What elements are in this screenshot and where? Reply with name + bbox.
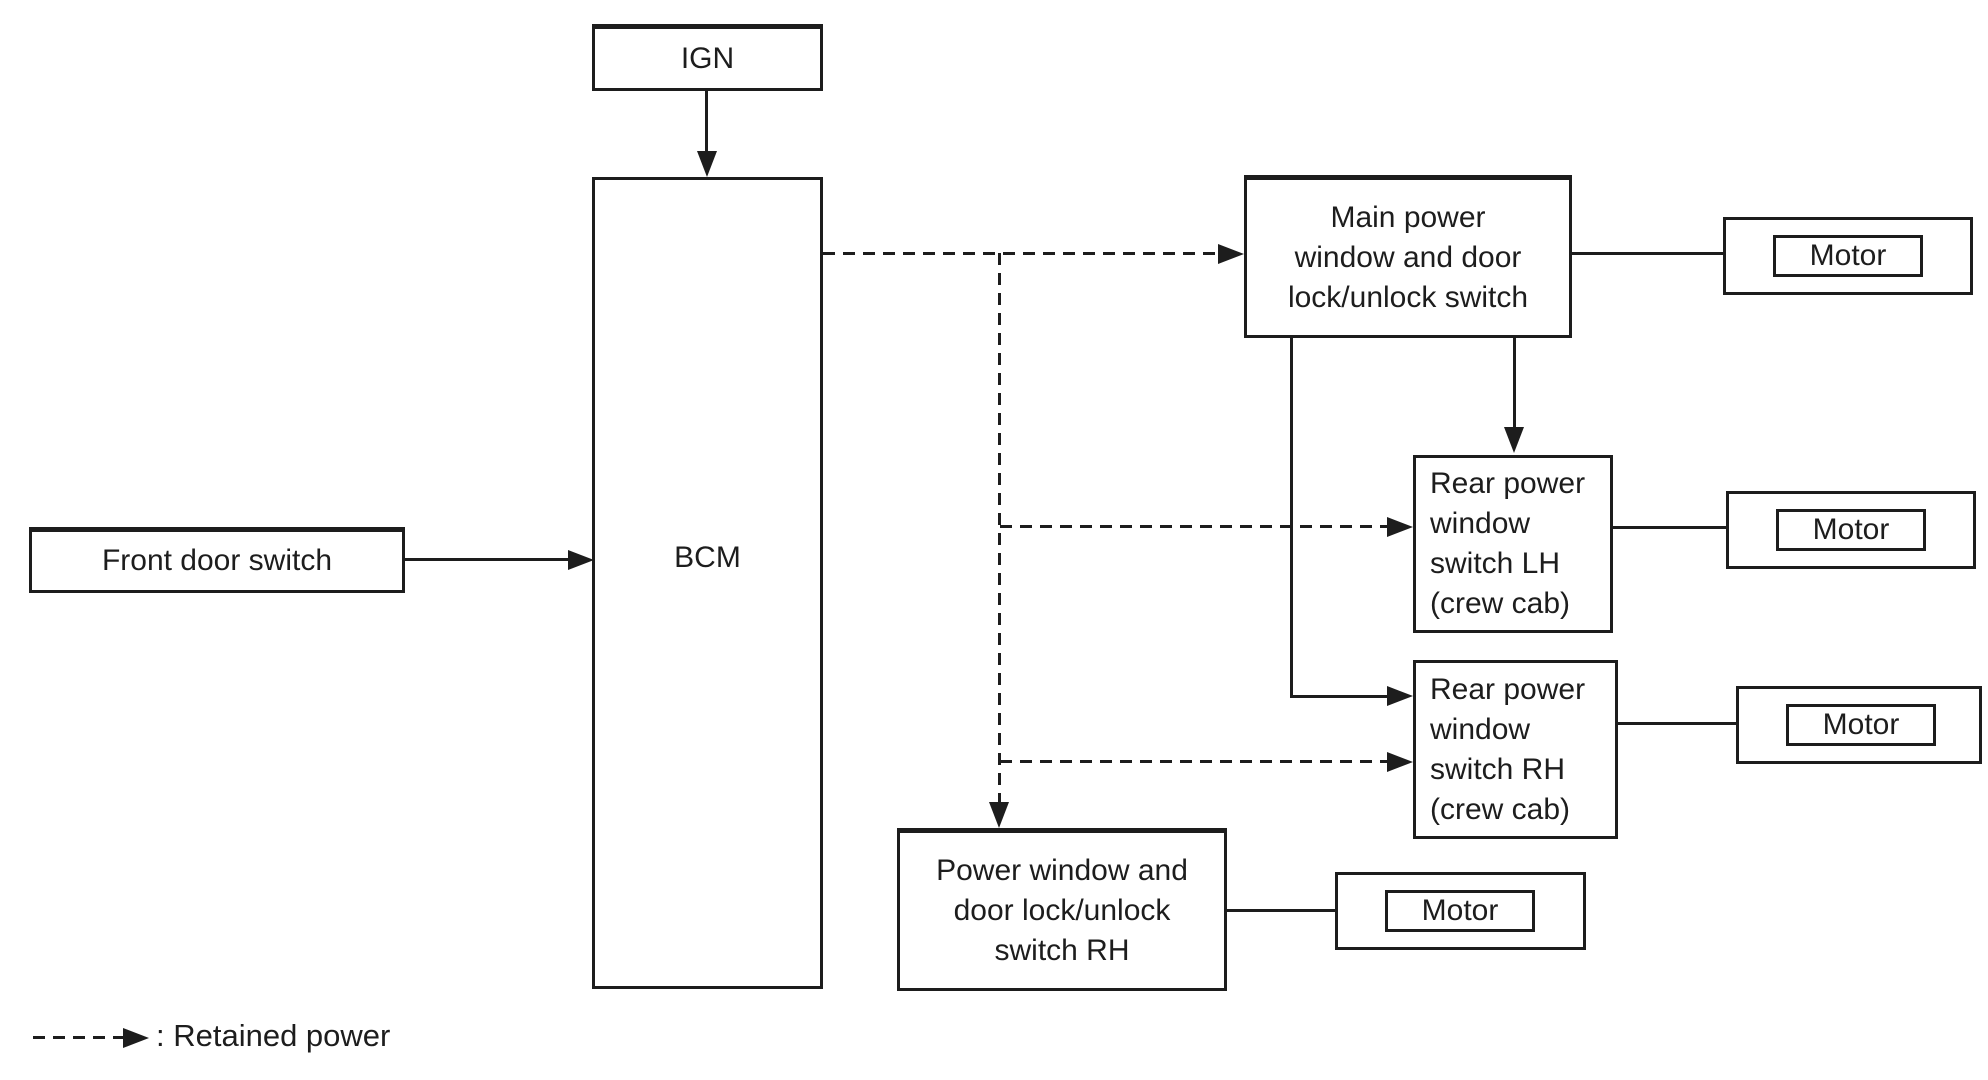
- motor3-housing: Motor: [1736, 686, 1982, 764]
- rear-power-window-switch-rh-box: Rear power window switch RH (crew cab): [1413, 660, 1618, 839]
- motor4-label: Motor: [1421, 894, 1499, 927]
- arrowhead-into-bcm-left: [568, 550, 594, 570]
- rear-power-window-switch-lh-label: Rear power window switch LH (crew cab): [1430, 467, 1586, 620]
- line-main-switch-to-rear-rh-horizontal: [1290, 695, 1387, 698]
- arrowhead-dashed-into-main-switch: [1218, 244, 1244, 264]
- line-ign-to-bcm: [705, 91, 708, 151]
- main-power-window-switch-label: Main power window and door lock/unlock s…: [1287, 200, 1529, 314]
- legend-retained-power: : Retained power: [156, 1018, 391, 1053]
- motor3-box: Motor: [1786, 704, 1936, 746]
- bcm-box: BCM: [592, 177, 823, 989]
- arrowhead-into-bcm-top: [697, 151, 717, 177]
- ign-box: IGN: [592, 24, 823, 91]
- motor2-label: Motor: [1812, 513, 1890, 546]
- arrowhead-into-rear-rh-left: [1387, 686, 1413, 706]
- dashed-line-vertical-branch: [998, 253, 1001, 802]
- ign-label: IGN: [680, 41, 735, 75]
- rear-power-window-switch-rh-label: Rear power window switch RH (crew cab): [1430, 672, 1586, 826]
- line-rear-rh-to-motor3: [1618, 722, 1757, 725]
- line-main-switch-to-motor1: [1572, 252, 1744, 255]
- motor3-label: Motor: [1822, 708, 1900, 741]
- power-window-switch-rh-label: Power window and door lock/unlock switch…: [936, 853, 1188, 967]
- line-front-door-to-bcm: [405, 558, 568, 561]
- front-door-switch-label: Front door switch: [101, 544, 333, 577]
- motor1-label: Motor: [1809, 239, 1887, 272]
- dashed-line-bcm-to-main-switch: [823, 252, 1218, 255]
- power-window-switch-rh-box: Power window and door lock/unlock switch…: [897, 828, 1227, 991]
- legend-arrowhead-icon: [123, 1028, 149, 1048]
- main-power-window-switch-box: Main power window and door lock/unlock s…: [1244, 175, 1572, 338]
- motor2-box: Motor: [1776, 509, 1926, 551]
- line-rear-lh-to-motor2: [1613, 526, 1747, 529]
- arrowhead-into-rear-lh-top: [1504, 427, 1524, 453]
- dashed-line-to-rear-lh: [1000, 525, 1387, 528]
- motor4-housing: Motor: [1335, 872, 1586, 950]
- line-main-switch-to-rear-rh-vertical: [1290, 338, 1293, 698]
- legend-dashed-line-icon: [33, 1036, 123, 1039]
- arrowhead-dashed-into-pw-switch-rh: [989, 802, 1009, 828]
- arrowhead-dashed-into-rear-lh: [1387, 517, 1413, 537]
- dashed-line-to-rear-rh: [1000, 760, 1387, 763]
- line-pw-switch-rh-to-motor4: [1227, 909, 1356, 912]
- line-main-switch-to-rear-lh: [1513, 338, 1516, 427]
- front-door-switch-box: Front door switch: [29, 527, 405, 593]
- bcm-label: BCM: [674, 541, 741, 574]
- arrowhead-dashed-into-rear-rh: [1387, 752, 1413, 772]
- motor1-box: Motor: [1773, 235, 1923, 277]
- motor1-housing: Motor: [1723, 217, 1973, 295]
- rear-power-window-switch-lh-box: Rear power window switch LH (crew cab): [1413, 455, 1613, 633]
- motor2-housing: Motor: [1726, 491, 1976, 569]
- motor4-box: Motor: [1385, 890, 1535, 932]
